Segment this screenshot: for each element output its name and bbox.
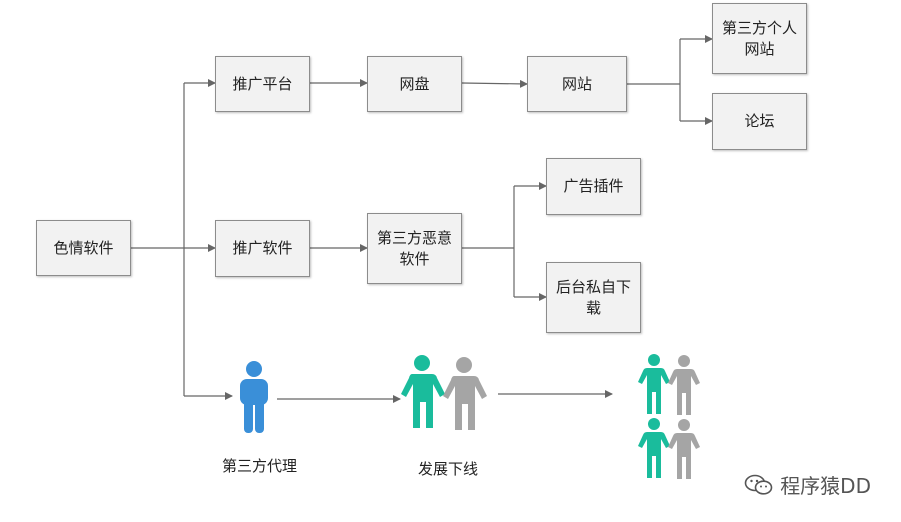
people-group-icon <box>638 354 700 479</box>
person-icon <box>240 361 268 433</box>
caption-develop-downline: 发展下线 <box>418 460 479 478</box>
node-forum: 论坛 <box>712 93 807 150</box>
node-website: 网站 <box>527 56 627 112</box>
watermark: 程序猿DD <box>744 470 871 499</box>
two-people-icon <box>401 355 487 430</box>
node-promo-platform: 推广平台 <box>215 56 310 112</box>
wechat-icon <box>744 474 773 495</box>
watermark-text: 程序猿DD <box>780 474 871 498</box>
node-root: 色情软件 <box>36 220 131 276</box>
node-bg-download: 后台私自下载 <box>546 262 641 333</box>
node-promo-software: 推广软件 <box>215 220 310 277</box>
caption-agent: 第三方代理 <box>222 457 298 475</box>
node-malware: 第三方恶意软件 <box>367 213 462 284</box>
node-third-party-site: 第三方个人网站 <box>712 3 807 74</box>
edge-netdisk-website <box>461 79 528 88</box>
node-netdisk: 网盘 <box>367 56 462 112</box>
node-ad-plugin: 广告插件 <box>546 158 641 215</box>
